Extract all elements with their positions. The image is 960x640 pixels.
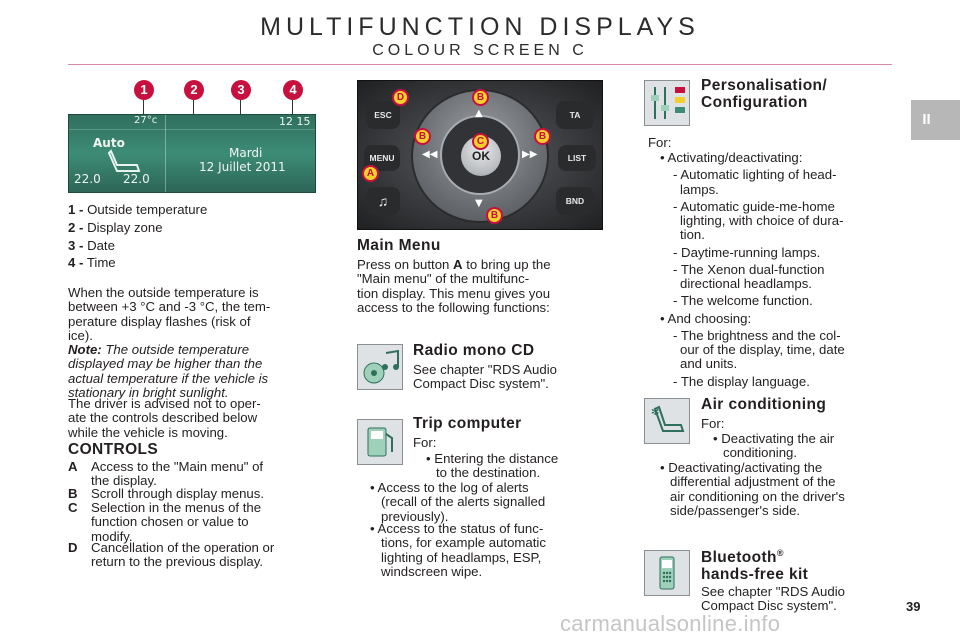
- page-number: 39: [906, 599, 921, 614]
- phone-icon: [644, 550, 690, 596]
- watermark: carmanualsonline.info: [560, 611, 781, 636]
- personalisation-list: • Activating/deactivating: - Automatic l…: [660, 150, 845, 389]
- esc-button: ESC: [366, 101, 400, 129]
- title-rule: [68, 64, 892, 65]
- tag-c: C: [472, 133, 489, 150]
- ta-button: TA: [556, 101, 594, 129]
- temperature-paragraph: When the outside temperature is between …: [68, 285, 271, 400]
- screen-time: 12 15: [279, 115, 311, 128]
- tag-a: A: [362, 165, 379, 182]
- callout-1: 1: [134, 80, 154, 100]
- trip-bullet: • Access to the log of alerts(recall of …: [370, 480, 546, 524]
- control-text: Scroll through display menus.: [91, 486, 264, 501]
- bluetooth-heading: Bluetooth® hands-free kit: [701, 548, 809, 583]
- list-button: LIST: [558, 145, 596, 171]
- seat-icon: [107, 149, 141, 172]
- seat-fan-icon: ✻: [644, 398, 690, 444]
- driver-advice-paragraph: The driver is advised not to oper- ate t…: [68, 396, 261, 440]
- control-panel-photo: ESC MENU ♫ TA LIST BND OK ▲ ▼ ◀◀ ▶▶ D B …: [357, 80, 603, 230]
- tag-d: D: [392, 89, 409, 106]
- page-subtitle: COLOUR SCREEN C: [372, 42, 588, 59]
- controls-heading: CONTROLS: [68, 441, 159, 458]
- callout-leader: [143, 100, 144, 122]
- fuel-pump-icon: [357, 419, 403, 465]
- screen-date: 12 Juillet 2011: [199, 160, 286, 174]
- forward-icon: ▶▶: [522, 149, 538, 160]
- tag-b: B: [534, 128, 551, 145]
- screen-mode: Auto: [93, 136, 125, 150]
- trip-bullet: • Access to the status of func-tions, fo…: [370, 521, 546, 579]
- control-letter: B: [68, 486, 78, 501]
- tag-b: B: [472, 89, 489, 106]
- personalisation-heading: Personalisation/Configuration: [701, 77, 828, 111]
- callout-4: 4: [283, 80, 303, 100]
- callout-3: 3: [231, 80, 251, 100]
- tag-b: B: [486, 207, 503, 224]
- legend-item: 1 - Outside temperature: [68, 202, 208, 217]
- rewind-icon: ◀◀: [422, 149, 438, 160]
- colour-screen: Auto 27°c 22.0 22.0 Mardi 12 Juillet 201…: [68, 114, 316, 193]
- legend-item: 2 - Display zone: [68, 220, 163, 235]
- screen-right-temp: 22.0: [123, 172, 150, 186]
- bnd-button: BND: [556, 187, 594, 215]
- control-letter: A: [68, 459, 78, 474]
- music-disc-icon: [357, 344, 403, 390]
- control-letter: D: [68, 540, 78, 555]
- main-menu-text: Press on button A to bring up the "Main …: [357, 257, 551, 315]
- air-heading: Air conditioning: [701, 396, 827, 413]
- svg-text:✻: ✻: [651, 407, 659, 418]
- legend-item: 4 - Time: [68, 255, 116, 270]
- page-title: MULTIFUNCTION DISPLAYS: [260, 13, 700, 41]
- main-menu-heading: Main Menu: [357, 237, 441, 254]
- radio-heading: Radio mono CD: [413, 342, 535, 359]
- up-arrow-icon: ▲: [475, 108, 483, 119]
- tag-b: B: [414, 128, 431, 145]
- sliders-icon: [644, 80, 690, 126]
- trip-for: For:: [413, 435, 437, 450]
- personalisation-for: For:: [648, 135, 672, 150]
- trip-heading: Trip computer: [413, 415, 522, 432]
- chapter-tab: II: [911, 100, 960, 140]
- down-arrow-icon: ▼: [475, 198, 483, 209]
- screen-outside-temp: 27°c: [134, 115, 158, 126]
- legend-item: 3 - Date: [68, 238, 115, 253]
- callout-2: 2: [184, 80, 204, 100]
- callout-leader: [292, 100, 293, 122]
- air-for: For:: [701, 416, 725, 431]
- music-note-icon: ♫: [366, 187, 400, 215]
- control-letter: C: [68, 500, 78, 515]
- screen-day: Mardi: [229, 146, 263, 160]
- screen-left-temp: 22.0: [74, 172, 101, 186]
